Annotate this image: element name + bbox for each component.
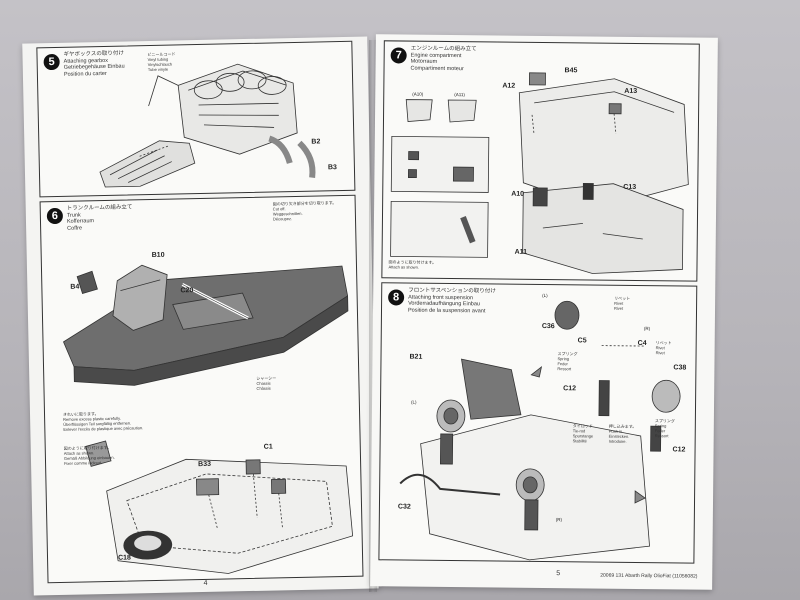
- part-b45-label: B45: [564, 67, 578, 75]
- engine-gearbox-drawing: [99, 63, 316, 188]
- side-r-bottom: (R): [555, 517, 563, 523]
- part-c36-label: C36: [541, 322, 555, 331]
- part-a11-label: A11: [514, 248, 528, 256]
- side-l-top: (L): [542, 292, 548, 299]
- part-c5-label: C5: [577, 337, 587, 345]
- part-b21-label: B21: [409, 353, 423, 361]
- step7-attach-note: 図のように取り付けます。 Attach as shown.: [388, 259, 437, 270]
- part-a10-label: A10: [511, 190, 525, 198]
- tierod-note: タイロッド Tie-rod Spurstange Stabilité: [572, 423, 594, 444]
- part-c20-label: C20: [180, 287, 194, 295]
- part-c4-label: C4: [637, 339, 647, 348]
- step5-panel: 5 ギヤボックスの取り付け Attaching gearbox Getriebe…: [36, 40, 356, 198]
- trunk-chassis-drawing: [63, 264, 354, 574]
- step6-panel: 6 トランクルームの組み立て Trunk Kofferraum Coffre 図…: [39, 194, 364, 584]
- step8-panel: 8 フロントサスペンションの取り付け Attaching front suspe…: [378, 282, 698, 564]
- part-b33-label: B33: [198, 460, 212, 469]
- part-c38-label: C38: [673, 364, 687, 372]
- remove-excess-note: きれいに取ります。 Remove excess plastic carefull…: [62, 411, 144, 432]
- side-l-bottom: (L): [411, 399, 417, 405]
- part-c32-label: C32: [397, 503, 411, 511]
- part-c12-right-label: C12: [672, 446, 686, 454]
- rivet-note-right: リベット Rivet Rivet: [655, 340, 672, 356]
- engine-compartment-drawing: [390, 72, 689, 274]
- spring-note-right: スプリング Spring Feder Ressort: [654, 418, 675, 439]
- part-b2-label: B2: [311, 138, 321, 146]
- spring-note-left: スプリング Spring Feder Ressort: [557, 351, 578, 372]
- part-b10-label: B10: [151, 251, 165, 260]
- page-number-5: 5: [556, 570, 561, 578]
- part-c13-label: C13: [623, 183, 637, 191]
- chassis-label: シャーシー Chassis Châssis: [256, 375, 277, 391]
- rivet-note-top: リベット Rivet Rivet: [614, 295, 631, 311]
- front-suspension-drawing: [399, 300, 681, 561]
- page-number-4: 4: [203, 579, 208, 587]
- part-c1-label: C1: [263, 443, 273, 451]
- left-page: 5 ギヤボックスの取り付け Attaching gearbox Getriebe…: [22, 36, 379, 596]
- step7-panel: 7 エンジンルームの組み立て Engine compartment Motorr…: [381, 40, 700, 282]
- right-page: 7 エンジンルームの組み立て Engine compartment Motorr…: [370, 34, 718, 590]
- kit-footer: 20069 131 Abarth Rally OlioFiat (1105608…: [600, 572, 698, 580]
- attach-as-shown-note: 図のように取り付けます。 Attach as shown. Gemäß Abbi…: [63, 444, 115, 466]
- part-b4-label: B4: [70, 283, 80, 291]
- part-c18-label: C18: [117, 554, 131, 562]
- part-c12-label: C12: [563, 385, 577, 393]
- part-a13-label: A13: [624, 87, 638, 95]
- part-a12-label: A12: [502, 82, 516, 90]
- part-b3-label: B3: [327, 164, 337, 172]
- side-r-top: (R): [643, 326, 651, 332]
- push-in-note: 押し込みます。 Push in. Einstecken. Introduire.: [608, 423, 637, 444]
